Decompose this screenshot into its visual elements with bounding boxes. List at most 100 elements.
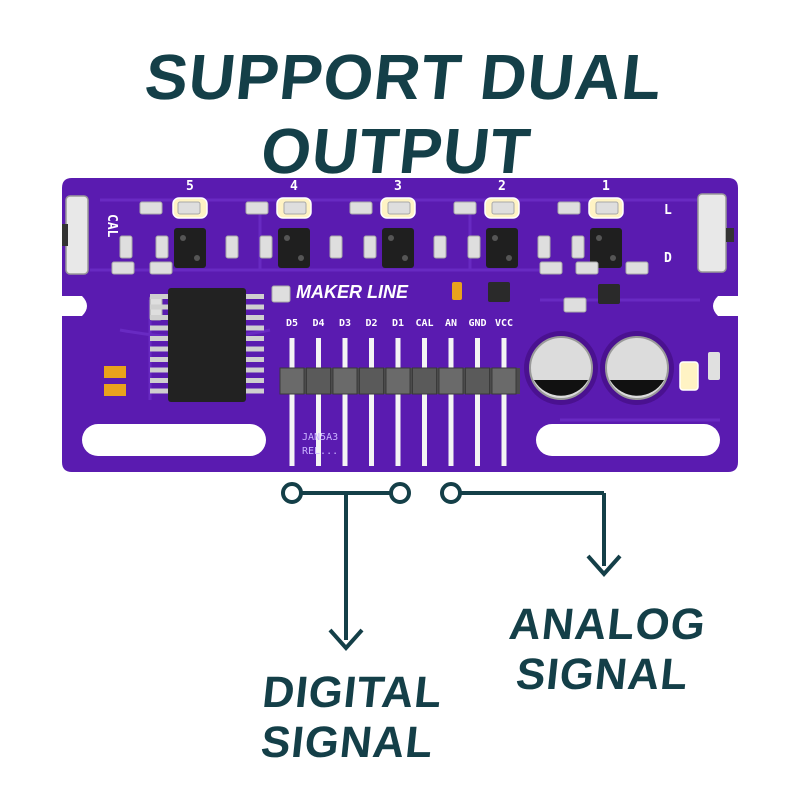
ir-sensor-4 — [278, 228, 310, 268]
passive-component — [225, 235, 239, 259]
analog-bracket — [440, 482, 606, 566]
passive-component — [111, 261, 135, 275]
ic-pin — [244, 294, 264, 299]
digital-callout-line-2: SIGNAL — [258, 718, 437, 767]
passive-component — [539, 261, 563, 275]
passive-component — [595, 201, 619, 215]
sensor-dot-icon — [194, 255, 200, 261]
header-cell — [412, 367, 437, 395]
header-pin-d1 — [395, 338, 401, 466]
passive-component — [349, 201, 373, 215]
analog-callout-line-2: SIGNAL — [513, 650, 692, 699]
digital-bracket — [281, 482, 411, 640]
ic-pin — [244, 315, 264, 320]
power-led — [679, 361, 699, 391]
header-pin-d2 — [369, 338, 374, 466]
passive-component — [625, 261, 649, 275]
ic-pin — [150, 336, 170, 341]
ic-pin — [244, 304, 264, 310]
mounting-slot-left — [82, 424, 266, 456]
sensor-dot-icon — [402, 255, 408, 261]
stamp-line-2: REL... — [302, 446, 338, 457]
sensor-dot-icon — [298, 255, 304, 261]
passive-component — [467, 235, 481, 259]
ir-sensor-5 — [174, 228, 206, 268]
capacitor-1 — [524, 331, 598, 405]
digital-arrow-head — [328, 628, 364, 652]
transistor-2 — [598, 284, 620, 304]
capacitor-2 — [600, 331, 674, 405]
header-cell — [359, 367, 384, 395]
pin-label-d2: D2 — [365, 318, 377, 329]
pin-label-d5: D5 — [286, 318, 298, 329]
ic-pin — [150, 388, 170, 394]
passive-component — [155, 235, 169, 259]
digital-signal-callout: DIGITAL SIGNAL — [235, 668, 466, 768]
mode-switch-knob — [726, 228, 734, 242]
ic-pin — [244, 325, 264, 331]
header-cell — [332, 367, 358, 395]
passive-component — [433, 235, 447, 259]
passive-component — [149, 261, 173, 275]
digital-callout-line-1: DIGITAL — [260, 668, 446, 717]
ic-pin — [150, 315, 170, 320]
sensor-dot-icon — [492, 235, 498, 241]
sensor-dot-icon — [388, 235, 394, 241]
passive-component — [119, 235, 133, 259]
sensor-number-4: 4 — [290, 179, 298, 194]
passive-component — [283, 201, 307, 215]
ic-pin — [244, 336, 264, 341]
ic-pin — [244, 346, 264, 352]
passive-component — [245, 201, 269, 215]
header-pin-vcc — [501, 338, 507, 466]
ic-pin — [150, 304, 170, 310]
passive-component — [329, 235, 343, 259]
ir-sensor-3 — [382, 228, 414, 268]
ic-pin — [150, 346, 170, 352]
transistor-1 — [488, 282, 510, 302]
header-cell — [385, 367, 411, 395]
passive-component — [557, 201, 581, 215]
header-pin-d3 — [342, 338, 348, 466]
sensor-number-3: 3 — [394, 179, 402, 194]
cal-button-actuator — [62, 224, 68, 246]
sensor-dot-icon — [596, 235, 602, 241]
passive-component — [453, 201, 477, 215]
ic-pin — [150, 357, 170, 362]
passive-component — [259, 235, 273, 259]
header-pin-d4 — [316, 338, 321, 466]
sensor-number-5: 5 — [186, 179, 194, 194]
ir-sensor-2 — [486, 228, 518, 268]
passive-component — [575, 261, 599, 275]
analog-signal-callout: ANALOG SIGNAL — [485, 600, 726, 700]
passive-component — [537, 235, 551, 259]
passive-component — [271, 285, 291, 303]
header-cell — [491, 367, 517, 395]
ic-pin — [244, 388, 264, 394]
pin-label-an: AN — [445, 318, 457, 329]
header-cell — [279, 367, 305, 395]
pin-label-d4: D4 — [312, 318, 324, 329]
header-pin-d5 — [289, 338, 295, 466]
indicator-led — [452, 282, 462, 300]
pin-label-cal: CAL — [415, 318, 433, 329]
sensor-number-1: 1 — [602, 179, 610, 194]
sensor-dot-icon — [610, 255, 616, 261]
passive-component — [177, 201, 201, 215]
ic-pin — [244, 357, 264, 362]
ic-pin — [150, 378, 170, 383]
header-cell — [438, 367, 464, 395]
pin-label-vcc: VCC — [495, 318, 513, 329]
ic-pin — [150, 325, 170, 331]
ic-chip — [150, 288, 264, 402]
stamp-line-1: JAN5A3 — [302, 432, 338, 443]
passive-component — [491, 201, 515, 215]
passive-component — [571, 235, 585, 259]
ic-pin — [244, 367, 264, 373]
pin-label-d1: D1 — [392, 318, 404, 329]
mode-switch — [697, 193, 727, 273]
switch-label-d: D — [664, 251, 672, 266]
switch-label-l: L — [664, 203, 672, 218]
